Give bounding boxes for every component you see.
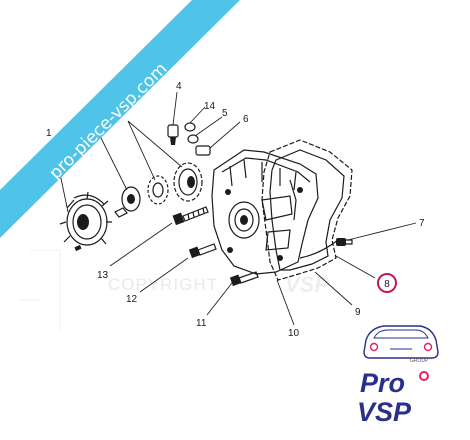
part-6-sleeve	[195, 145, 211, 156]
background-ghost-lines	[20, 249, 61, 330]
part-2-gear	[147, 175, 169, 205]
callout-5: 5	[222, 108, 228, 119]
part-12-bolt	[188, 243, 217, 259]
callout-6: 6	[243, 114, 249, 125]
provsp-logo: GROUP Pro VSP	[357, 325, 439, 427]
callout-4: 4	[176, 81, 182, 92]
site-banner: pro-piece-vsp.com	[0, 0, 240, 238]
part-9-gasket	[261, 139, 353, 281]
logo-group-text: GROUP	[410, 358, 429, 364]
part-2-key	[114, 207, 128, 218]
part-2-ring	[173, 162, 203, 202]
part-11-bolt	[229, 271, 259, 287]
part-13-long-bolt	[172, 206, 209, 226]
callout-12: 12	[126, 294, 138, 305]
part-10-housing	[211, 149, 319, 275]
logo-accent-circle	[419, 371, 429, 381]
site-banner-text: pro-piece-vsp.com	[45, 59, 171, 184]
callout-8: 8	[384, 279, 390, 290]
callout-11: 11	[196, 318, 207, 329]
part-14-washer	[184, 122, 196, 132]
logo-vsp-text: VSP	[357, 397, 412, 427]
callout-10: 10	[288, 328, 300, 339]
car-icon	[363, 325, 439, 359]
part-2-hub	[121, 186, 141, 212]
part-5-spacer	[187, 134, 199, 144]
callout-7: 7	[419, 218, 425, 229]
part-1-sprocket	[59, 191, 112, 252]
callout-13: 13	[97, 270, 109, 281]
callout-14: 14	[204, 101, 216, 112]
callout-9: 9	[355, 307, 361, 318]
callout-8-highlight-ring	[377, 273, 397, 293]
leader-lines	[52, 91, 417, 326]
part-4-bolt	[167, 124, 179, 145]
copyright-watermark: COPYRIGHT	[108, 275, 218, 294]
site-banner-ribbon	[0, 0, 240, 238]
part-8-seal	[299, 239, 339, 259]
logo-pro-text: Pro	[360, 368, 405, 398]
callout-1: 1	[46, 128, 52, 139]
